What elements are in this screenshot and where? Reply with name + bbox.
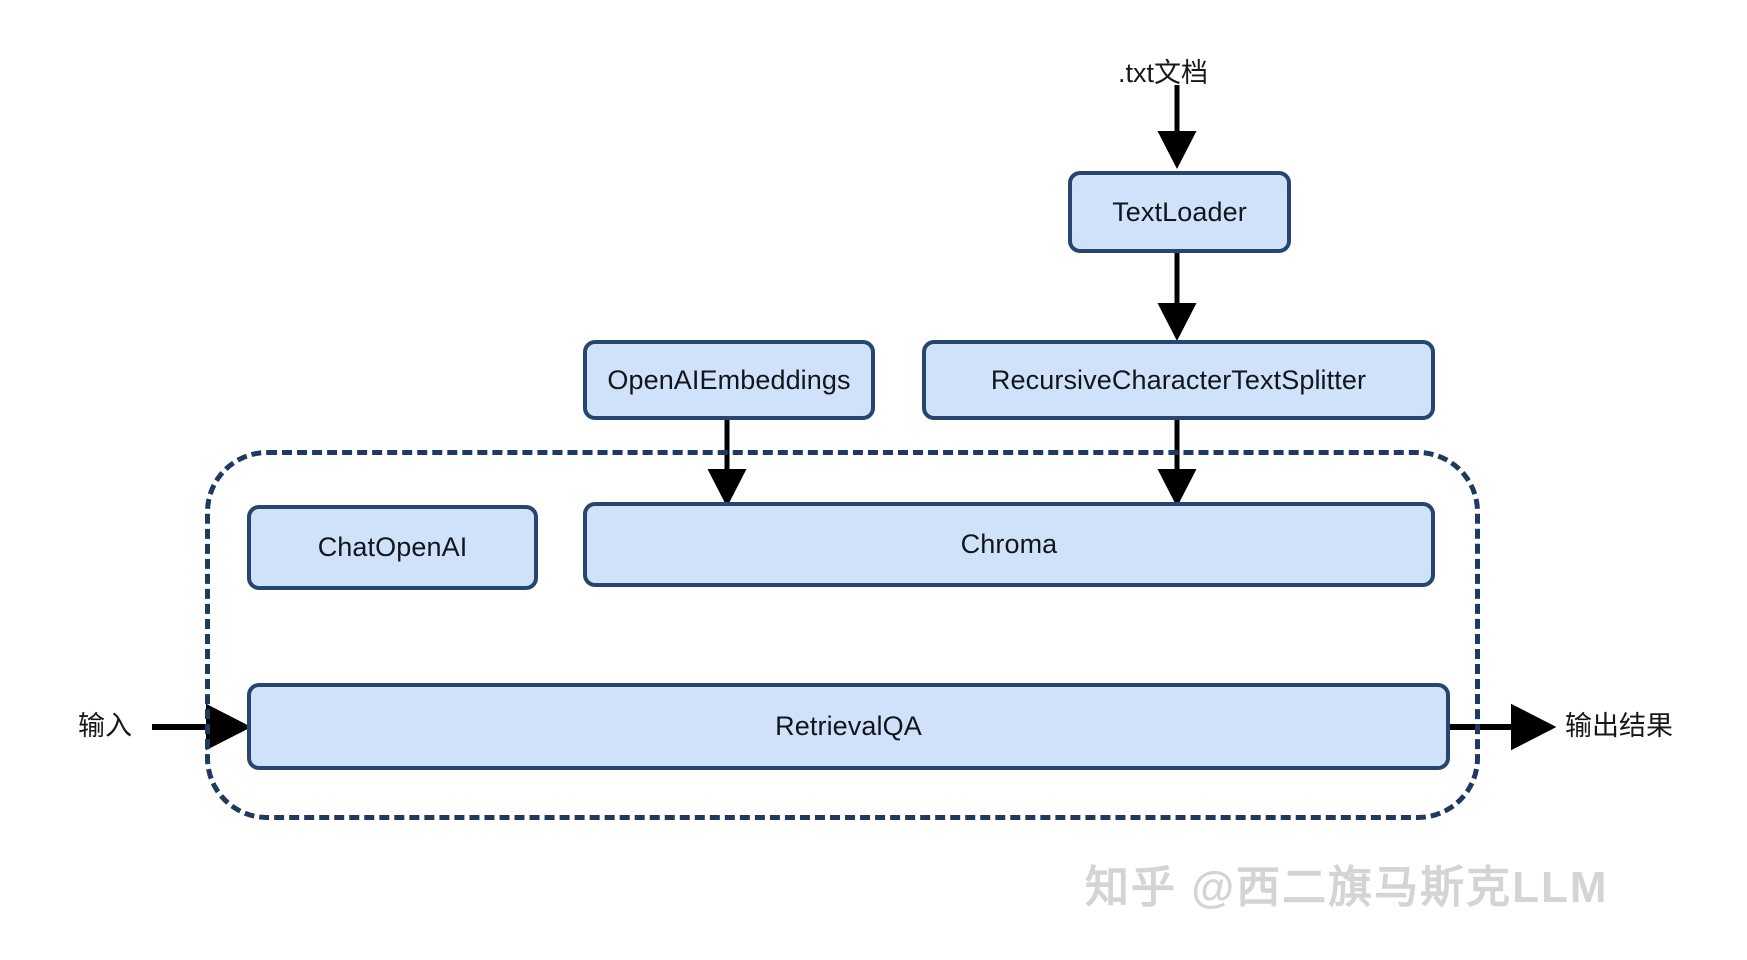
- output-label: 输出结果: [1565, 711, 1673, 741]
- node-chatopenai[interactable]: ChatOpenAI: [247, 505, 538, 590]
- node-retrievalqa-label: RetrievalQA: [775, 711, 922, 741]
- node-chroma-label: Chroma: [960, 529, 1058, 559]
- node-recursive-character-text-splitter-label: RecursiveCharacterTextSplitter: [990, 364, 1367, 395]
- node-textloader-label: TextLoader: [1112, 196, 1247, 227]
- node-chroma[interactable]: Chroma: [583, 502, 1435, 587]
- chain-group-container: [205, 450, 1480, 820]
- node-chatopenai-label: ChatOpenAI: [317, 532, 468, 562]
- node-textloader[interactable]: TextLoader: [1068, 171, 1291, 253]
- source-document-label: .txt文档: [1118, 58, 1209, 88]
- node-openai-embeddings[interactable]: OpenAIEmbeddings: [583, 340, 875, 420]
- node-retrievalqa[interactable]: RetrievalQA: [247, 683, 1450, 770]
- watermark: 知乎 @西二旗马斯克LLM: [1085, 863, 1609, 912]
- node-openai-embeddings-label: OpenAIEmbeddings: [607, 364, 851, 395]
- input-label: 输入: [78, 711, 132, 741]
- node-recursive-character-text-splitter[interactable]: RecursiveCharacterTextSplitter: [922, 340, 1435, 420]
